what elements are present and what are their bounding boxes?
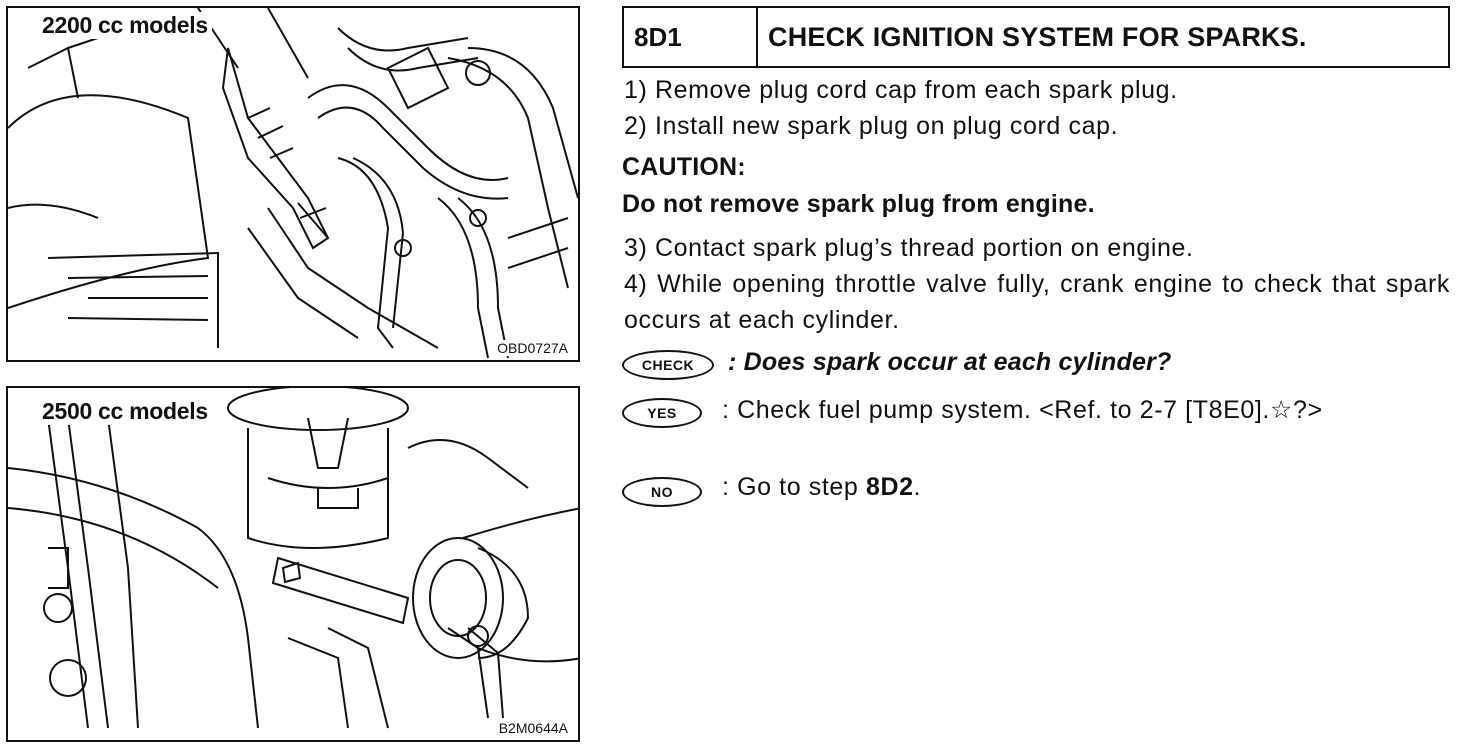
instruction-step-3: 3) Contact spark plug’s thread portion o… xyxy=(624,234,1194,262)
no-answer: : Go to step 8D2. xyxy=(722,473,921,502)
check-badge: CHECK xyxy=(622,350,714,380)
step-title: CHECK IGNITION SYSTEM FOR SPARKS. xyxy=(768,21,1307,52)
figure-2200cc: 2200 cc models OBD0727A xyxy=(6,6,580,362)
caution-label: CAUTION: xyxy=(622,153,746,181)
step-id: 8D1 xyxy=(624,8,758,66)
yes-answer: : Check fuel pump system. <Ref. to 2-7 [… xyxy=(722,396,1323,424)
no-answer-prefix: : Go to step xyxy=(722,473,866,501)
engine-illustration-2500cc xyxy=(8,388,578,729)
figure-title: 2500 cc models xyxy=(38,398,212,425)
figure-code: OBD0727A xyxy=(495,340,570,356)
instruction-step-1: 1) Remove plug cord cap from each spark … xyxy=(624,76,1178,104)
no-answer-suffix: . xyxy=(913,473,922,501)
yes-badge: YES xyxy=(622,398,702,428)
instruction-step-4: 4) While opening throttle valve fully, c… xyxy=(624,270,1450,334)
engine-illustration-2200cc xyxy=(8,8,578,359)
no-badge: NO xyxy=(622,477,702,507)
instruction-step-2: 2) Install new spark plug on plug cord c… xyxy=(624,112,1119,140)
figure-code: B2M0644A xyxy=(496,720,570,736)
step-header: 8D1 CHECK IGNITION SYSTEM FOR SPARKS. xyxy=(622,6,1450,68)
no-answer-step-link[interactable]: 8D2 xyxy=(865,473,914,501)
caution-text: Do not remove spark plug from engine. xyxy=(622,190,1095,218)
check-question: : Does spark occur at each cylinder? xyxy=(728,348,1172,376)
figure-2500cc: 2500 cc models B2M0644A xyxy=(6,386,580,742)
figure-title: 2200 cc models xyxy=(38,12,212,39)
